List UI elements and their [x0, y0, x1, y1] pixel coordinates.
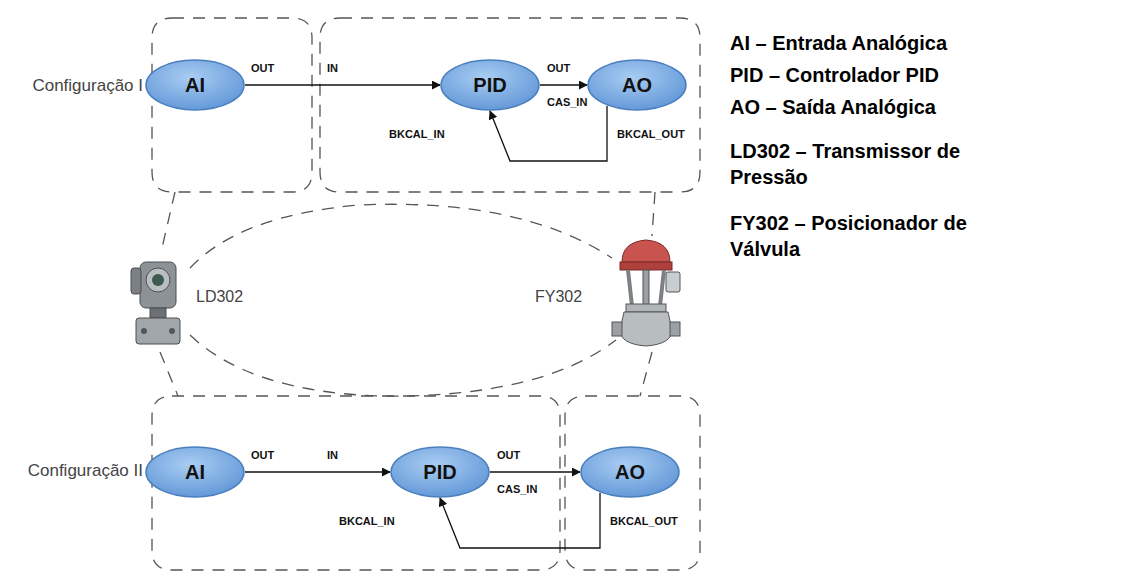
device-region [565, 396, 700, 570]
block-name: AI [185, 461, 205, 484]
device-tag: FY302 [535, 288, 582, 306]
signal-link [490, 106, 607, 161]
bubble-tail [652, 192, 655, 236]
port-name: CAS_IN [496, 483, 538, 495]
device-region [320, 18, 700, 192]
function-block: AO [587, 59, 687, 111]
port-name: OUT [496, 449, 521, 461]
function-block: AO [580, 446, 680, 498]
function-block: PID [440, 59, 540, 111]
port-name: BKCAL_IN [338, 515, 396, 527]
port-name: OUT [250, 449, 275, 461]
port-name: OUT [546, 62, 571, 74]
key-text: FY302 – Posicionador de Válvula [730, 210, 1030, 262]
signal-link [245, 84, 440, 85]
device-bubble [190, 204, 612, 268]
key-text: LD302 – Transmissor de Pressão [730, 138, 1030, 190]
port-name: OUT [250, 62, 275, 74]
port-name: BKCAL_OUT [616, 128, 686, 140]
block-name: PID [423, 461, 456, 484]
valve-positioner [612, 240, 680, 346]
signal-link [440, 493, 600, 548]
pressure-transmitter [131, 262, 180, 344]
port-name: IN [326, 62, 339, 74]
device-tag: LD302 [196, 288, 243, 306]
function-block: PID [390, 446, 490, 498]
block-name: PID [473, 74, 506, 97]
configuration-label: Configuração II [28, 461, 143, 481]
bubble-tail [160, 352, 178, 396]
function-block: AI [145, 59, 245, 111]
signal-link [245, 471, 390, 472]
key-text: PID – Controlador PID [730, 62, 1030, 88]
block-name: AO [615, 461, 645, 484]
bubble-tail [162, 192, 175, 248]
device-bubble [190, 335, 616, 396]
port-name: CAS_IN [546, 96, 588, 108]
configuration-label: Configuração I [32, 76, 143, 96]
port-name: IN [326, 449, 339, 461]
block-name: AI [185, 74, 205, 97]
port-name: BKCAL_OUT [609, 515, 679, 527]
block-name: AO [622, 74, 652, 97]
signal-link [540, 84, 587, 85]
key-text: AO – Saída Analógica [730, 94, 1030, 120]
function-block: AI [145, 446, 245, 498]
port-name: BKCAL_IN [388, 128, 446, 140]
key-text: AI – Entrada Analógica [730, 30, 1030, 56]
bubble-tail [640, 352, 652, 396]
signal-link [490, 471, 580, 472]
